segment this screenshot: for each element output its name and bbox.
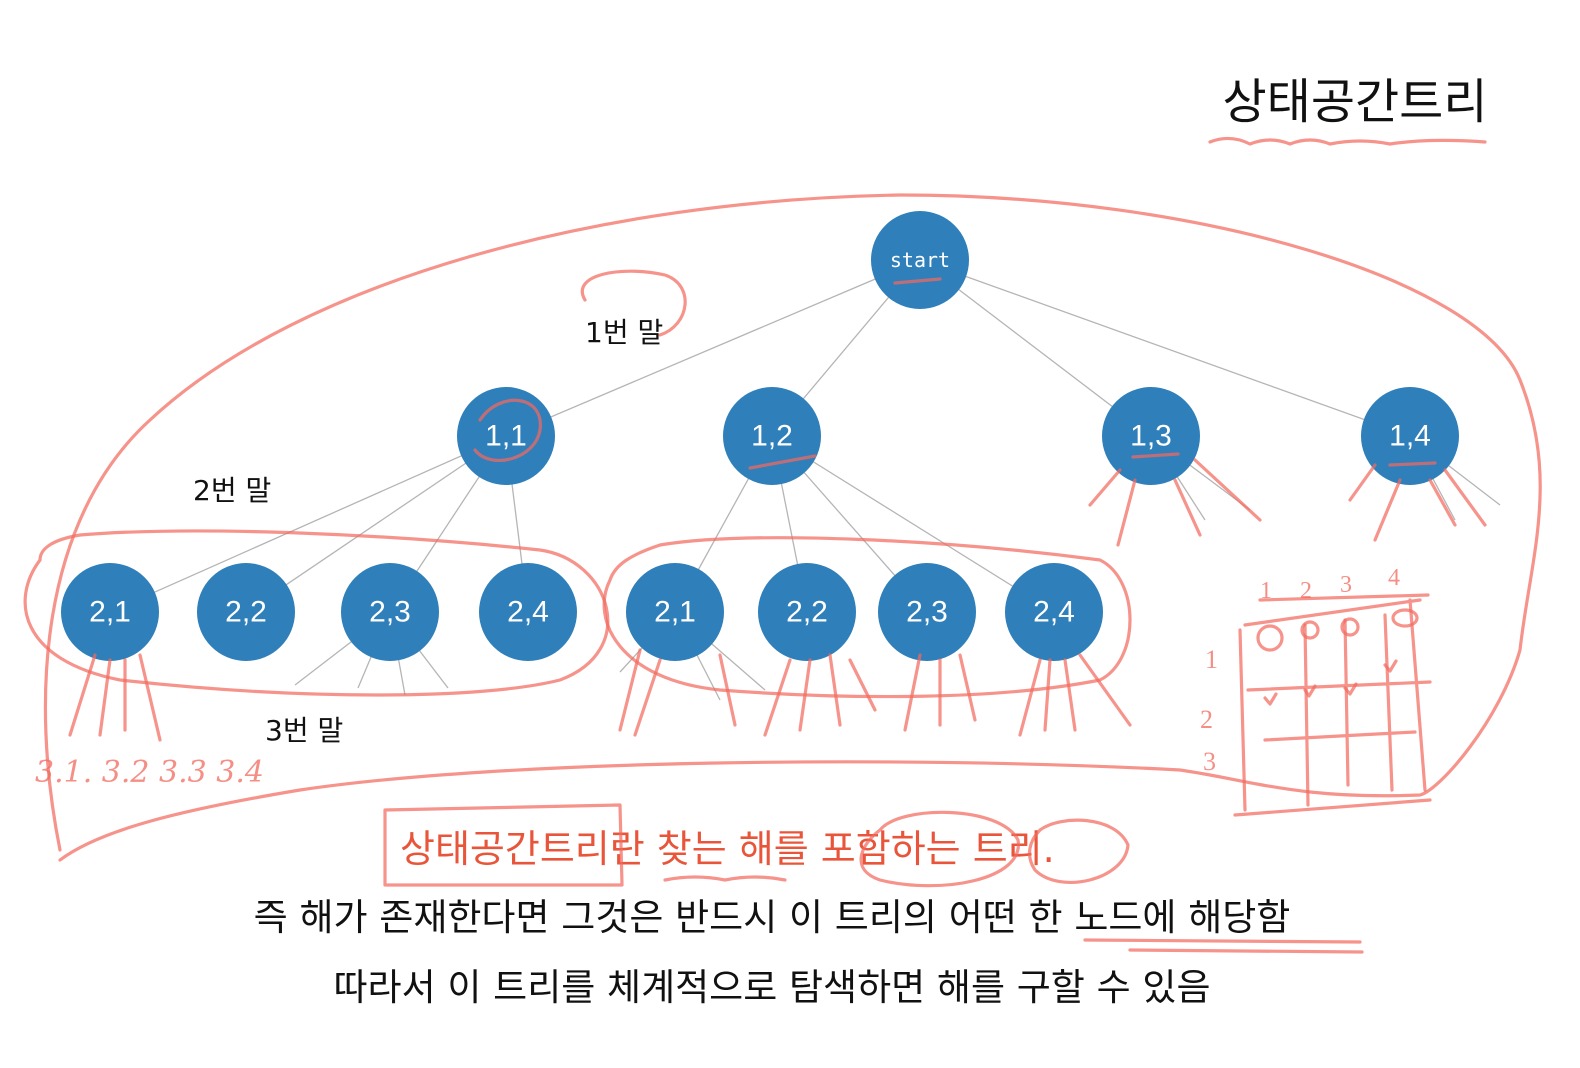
grid-row-label: 3 bbox=[1203, 747, 1216, 776]
tree-node: 1,2 bbox=[723, 387, 821, 485]
node-circle bbox=[197, 563, 295, 661]
node-label: 2,3 bbox=[369, 596, 411, 629]
node-label: 2,2 bbox=[225, 596, 267, 629]
tree-edge bbox=[505, 259, 921, 437]
tree-node: 2,2 bbox=[197, 563, 295, 661]
tree-node: 2,4 bbox=[479, 563, 577, 661]
tree-node: 2,1 bbox=[626, 563, 724, 661]
explanation-line-2: 따라서 이 트리를 체계적으로 탐색하면 해를 구할 수 있음 bbox=[333, 966, 1210, 1009]
node-circle bbox=[479, 563, 577, 661]
node-label: 2,3 bbox=[906, 596, 948, 629]
grid-sketch: 1 2 3 4 1 2 3 bbox=[1200, 565, 1432, 817]
node-circle bbox=[878, 563, 976, 661]
slide-title: 상태공간트리 bbox=[1223, 74, 1488, 130]
tree-node: 2,4 bbox=[1005, 563, 1103, 661]
label-piece-2: 2번 말 bbox=[193, 474, 271, 507]
node-circle bbox=[457, 387, 555, 485]
tree-node: 2,3 bbox=[341, 563, 439, 661]
ink-annotations bbox=[23, 136, 1542, 954]
node-label: 2,2 bbox=[786, 596, 828, 629]
tree-node: 2,1 bbox=[61, 563, 159, 661]
node-label: 2,4 bbox=[1033, 596, 1075, 629]
grid-col-label: 1 bbox=[1260, 578, 1272, 604]
definition-text: 상태공간트리란 찾는 해를 포함하는 트리. bbox=[400, 827, 1055, 871]
node-circle bbox=[758, 563, 856, 661]
label-piece-1: 1번 말 bbox=[585, 316, 663, 349]
grid-col-label: 3 bbox=[1340, 572, 1352, 598]
tree-node: 1,3 bbox=[1102, 387, 1200, 485]
grid-row-label: 2 bbox=[1200, 705, 1213, 734]
node-label: 2,4 bbox=[507, 596, 549, 629]
tree-edge bbox=[109, 435, 507, 613]
tree-node: 1,1 bbox=[457, 387, 555, 485]
tree-node: 1,4 bbox=[1361, 387, 1459, 485]
tree-edge bbox=[245, 435, 507, 613]
node-circle bbox=[341, 563, 439, 661]
node-label: 2,1 bbox=[654, 596, 696, 629]
label-piece-3: 3번 말 bbox=[265, 714, 343, 747]
node-circle bbox=[626, 563, 724, 661]
tree-edge bbox=[771, 435, 1055, 613]
tree-edge bbox=[919, 259, 1411, 437]
node-label: 1,4 bbox=[1389, 420, 1431, 453]
explanation-line-1: 즉 해가 존재한다면 그것은 반드시 이 트리의 어떤 한 노드에 해당함 bbox=[254, 896, 1291, 939]
node-label: start bbox=[890, 248, 950, 272]
tree-node: start bbox=[871, 211, 969, 309]
grid-col-label: 4 bbox=[1388, 565, 1400, 591]
node-circle bbox=[1102, 387, 1200, 485]
grid-row-label: 1 bbox=[1205, 645, 1218, 674]
node-circle bbox=[1361, 387, 1459, 485]
tree-node: 2,2 bbox=[758, 563, 856, 661]
handwritten-note: 3.1. 3.2 3.3 3.4 bbox=[35, 755, 264, 790]
node-circle bbox=[61, 563, 159, 661]
tree-node: 2,3 bbox=[878, 563, 976, 661]
node-label: 1,3 bbox=[1130, 420, 1172, 453]
node-label: 1,2 bbox=[751, 420, 793, 453]
tree-nodes: start 1,1 1,2 1,3 1,4 2,1 2,2 2,3 2,4 2,1 2,2 2,3 2,… bbox=[61, 211, 1459, 661]
node-label: 1,1 bbox=[485, 420, 527, 453]
node-label: 2,1 bbox=[89, 596, 131, 629]
node-circle bbox=[1005, 563, 1103, 661]
